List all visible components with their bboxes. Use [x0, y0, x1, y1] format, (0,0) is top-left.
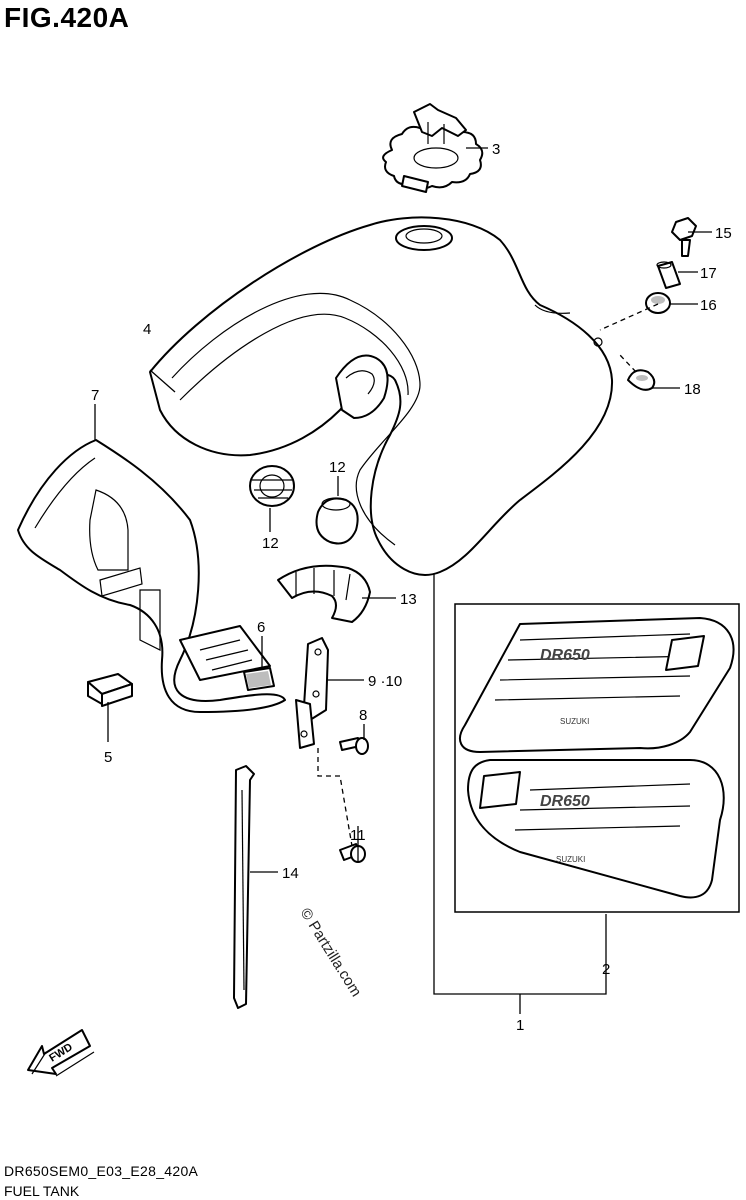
- fuel-tank[interactable]: [149, 216, 614, 576]
- cover-bracket[interactable]: [179, 625, 275, 691]
- watermark: © Partzilla.com: [297, 905, 365, 1000]
- tie-strap[interactable]: [233, 765, 255, 1009]
- cushion-sheet[interactable]: [277, 564, 371, 623]
- callout-15[interactable]: 15: [715, 225, 732, 242]
- callout-18[interactable]: 18: [684, 381, 701, 398]
- decal-right[interactable]: DR650 SUZUKI: [459, 617, 735, 753]
- callout-9-10[interactable]: 9 ·10: [368, 673, 402, 690]
- grommet-16[interactable]: [645, 292, 671, 314]
- diagram-code: DR650SEM0_E03_E28_420A: [4, 1163, 199, 1179]
- side-cover[interactable]: [17, 439, 286, 713]
- cushion-pad[interactable]: [87, 673, 133, 707]
- callout-12-lower[interactable]: 12: [262, 535, 279, 552]
- callout-13[interactable]: 13: [400, 591, 417, 608]
- callout-2[interactable]: 2: [602, 961, 610, 978]
- callout-4[interactable]: 4: [143, 321, 151, 338]
- leader-lines: [94, 147, 712, 1014]
- tank-mount-bracket[interactable]: [295, 637, 329, 749]
- callout-3[interactable]: 3: [492, 141, 500, 158]
- decal-left[interactable]: DR650 SUZUKI: [467, 759, 725, 899]
- sleeve-17[interactable]: [656, 261, 681, 289]
- callout-16[interactable]: 16: [700, 297, 717, 314]
- decal-set-panel[interactable]: DR650 SUZUKI DR650 SUZUKI: [454, 603, 740, 913]
- callout-7[interactable]: 7: [91, 387, 99, 404]
- diagram-caption: FUEL TANK: [4, 1183, 80, 1199]
- callout-12-upper[interactable]: 12: [329, 459, 346, 476]
- callout-labels: 1 2 3 4 5 6 7 8 9 ·10 11 12 12 13 14 15 …: [91, 141, 732, 1034]
- decal-model-label-2: DR650: [540, 793, 590, 810]
- callout-8[interactable]: 8: [359, 707, 367, 724]
- callout-14[interactable]: 14: [282, 865, 299, 882]
- callout-5[interactable]: 5: [104, 749, 112, 766]
- tank-cushion-lower[interactable]: [315, 497, 359, 545]
- tank-cushion-upper[interactable]: [249, 465, 295, 507]
- cushion-18[interactable]: [627, 369, 656, 391]
- bolt-11[interactable]: [339, 843, 366, 863]
- fwd-arrow-icon: FWD: [27, 1029, 95, 1077]
- callout-17[interactable]: 17: [700, 265, 717, 282]
- bolt-8[interactable]: [339, 737, 369, 755]
- figure-title: FIG.420A: [4, 2, 130, 33]
- fuel-cap[interactable]: [382, 103, 484, 193]
- decal-brand-label: SUZUKI: [560, 717, 589, 726]
- decal-model-label: DR650: [540, 647, 590, 664]
- callout-6[interactable]: 6: [257, 619, 265, 636]
- bolt-15[interactable]: [671, 217, 697, 257]
- decal-brand-label-2: SUZUKI: [556, 855, 585, 864]
- callout-11[interactable]: 11: [350, 827, 366, 844]
- callout-1[interactable]: 1: [516, 1017, 524, 1034]
